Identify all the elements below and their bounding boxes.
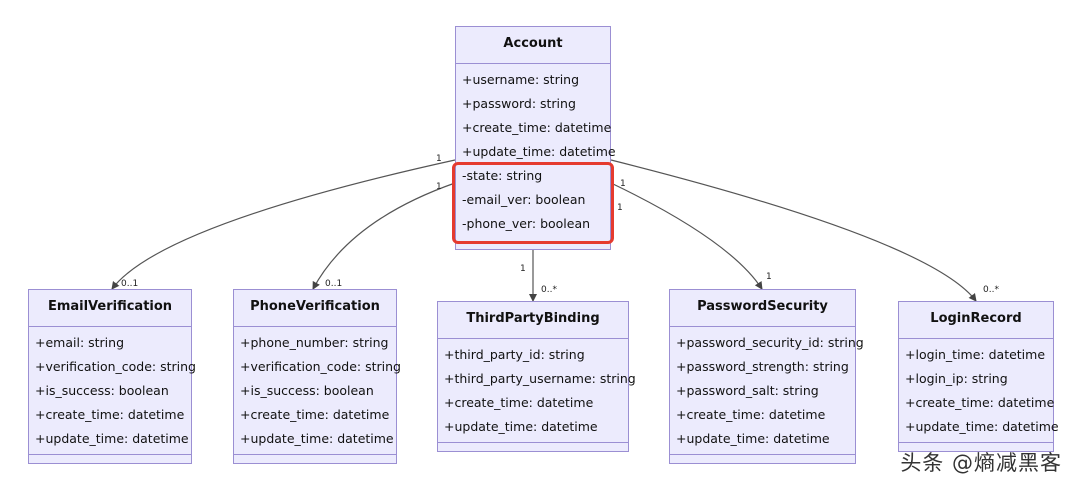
private-attributes-highlight [452, 162, 614, 244]
attribute: -state: string [462, 168, 543, 183]
multiplicity-label: 1 [436, 182, 442, 192]
attribute: +third_party_id: string [444, 347, 585, 362]
class-login-record-name: LoginRecord [899, 302, 1053, 339]
attribute: +update_time: datetime [676, 431, 830, 446]
attribute: +is_success: boolean [240, 383, 374, 398]
attribute: +update_time: datetime [240, 431, 394, 446]
attribute: +create_time: datetime [444, 395, 594, 410]
multiplicity-label: 0..1 [325, 279, 343, 289]
attribute: -phone_ver: boolean [462, 216, 591, 231]
class-account-attributes: +username: string +password: string +cre… [456, 64, 616, 239]
attribute: +update_time: datetime [905, 419, 1059, 434]
class-password-security: PasswordSecurity +password_security_id: … [669, 289, 864, 467]
class-methods-compartment [438, 443, 628, 455]
attribute: +phone_number: string [240, 335, 389, 350]
multiplicity-label: 1 [520, 264, 526, 274]
class-password-security-attributes: +password_security_id: string +password_… [670, 327, 864, 455]
class-third-party-binding-attributes: +third_party_id: string +third_party_use… [438, 339, 636, 443]
attribute: +third_party_username: string [444, 371, 636, 386]
class-methods-compartment [29, 455, 191, 467]
attribute: +create_time: datetime [35, 407, 185, 422]
edge-account-password [610, 182, 763, 290]
class-email-verification: EmailVerification +email: string +verifi… [28, 289, 196, 467]
attribute: -email_ver: boolean [462, 192, 586, 207]
attribute: +password: string [462, 96, 576, 111]
class-email-verification-attributes: +email: string +verification_code: strin… [29, 327, 196, 455]
multiplicity-label: 0..1 [121, 279, 139, 289]
attribute: +create_time: datetime [676, 407, 826, 422]
attribute: +password_security_id: string [676, 335, 864, 350]
edge-account-login [610, 159, 977, 302]
attribute: +create_time: datetime [240, 407, 390, 422]
attribute: +password_salt: string [676, 383, 819, 398]
attribute: +update_time: datetime [444, 419, 598, 434]
attribute: +email: string [35, 335, 125, 350]
multiplicity-label: 1 [436, 154, 442, 164]
attribute: +is_success: boolean [35, 383, 169, 398]
attribute: +verification_code: string [240, 359, 401, 374]
class-third-party-binding-name: ThirdPartyBinding [438, 302, 628, 339]
multiplicity-label: 0..* [983, 285, 999, 295]
attribute: +login_ip: string [905, 371, 1008, 386]
class-account: Account +username: string +password: str… [455, 26, 616, 250]
class-methods-compartment [670, 455, 855, 467]
attribute: +create_time: datetime [905, 395, 1055, 410]
multiplicity-label: 1 [620, 179, 626, 189]
attribute: +verification_code: string [35, 359, 196, 374]
attribute: +login_time: datetime [905, 347, 1046, 362]
edge-account-phone [312, 182, 456, 290]
watermark: 头条 @熵减黑客 [900, 451, 1062, 475]
class-third-party-binding: ThirdPartyBinding +third_party_id: strin… [437, 301, 636, 455]
class-phone-verification-attributes: +phone_number: string +verification_code… [234, 327, 401, 455]
class-password-security-name: PasswordSecurity [670, 290, 855, 327]
multiplicity-label: 0..* [541, 285, 557, 295]
class-login-record-attributes: +login_time: datetime +login_ip: string … [899, 339, 1059, 443]
class-account-name: Account [456, 27, 610, 64]
attribute: +update_time: datetime [462, 144, 616, 159]
class-methods-compartment [234, 455, 396, 467]
attribute: +create_time: datetime [462, 120, 612, 135]
class-email-verification-name: EmailVerification [29, 290, 191, 327]
class-phone-verification: PhoneVerification +phone_number: string … [233, 289, 401, 467]
edge-account-email [111, 159, 456, 290]
attribute: +username: string [462, 72, 580, 87]
attribute: +password_strength: string [676, 359, 849, 374]
attribute: +update_time: datetime [35, 431, 189, 446]
multiplicity-label: 1 [766, 272, 772, 282]
class-login-record: LoginRecord +login_time: datetime +login… [898, 301, 1059, 452]
multiplicity-label: 1 [617, 203, 623, 213]
class-phone-verification-name: PhoneVerification [234, 290, 396, 327]
